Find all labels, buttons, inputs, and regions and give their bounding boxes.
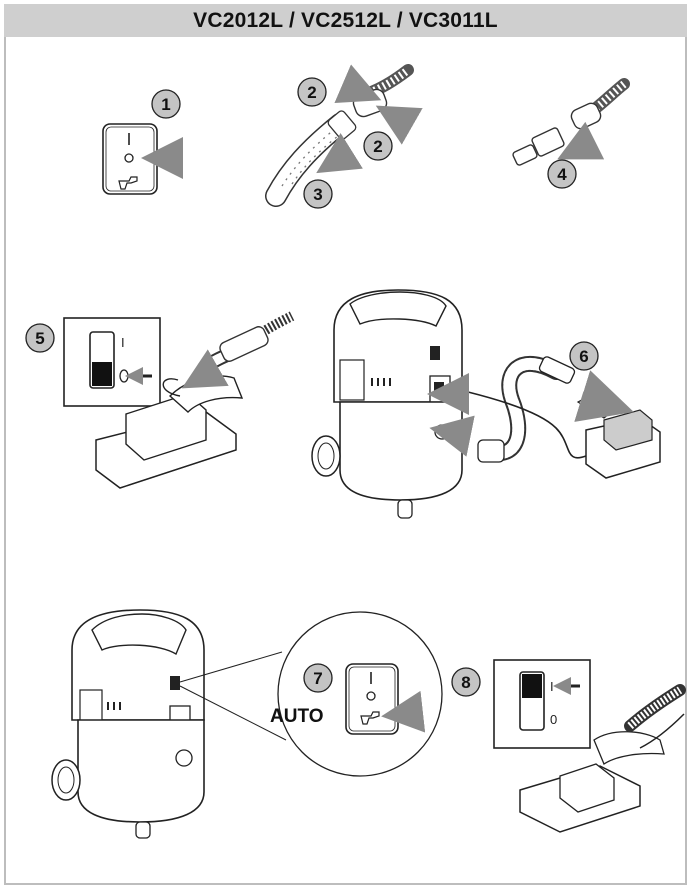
step-number: 5 xyxy=(35,329,44,348)
arrow-icon xyxy=(375,105,423,145)
vacuum-handle xyxy=(349,291,447,327)
step-number: 8 xyxy=(461,673,470,692)
step-badge-4: 4 xyxy=(547,159,577,189)
caster xyxy=(135,821,151,839)
step-8-illustration: I 0 xyxy=(493,659,686,833)
off-mark: 0 xyxy=(550,712,557,727)
step-7-illustration: AUTO xyxy=(51,609,443,839)
step-badge-5: 5 xyxy=(25,323,55,353)
vacuum-container xyxy=(77,719,205,823)
hose-adapter xyxy=(219,326,269,362)
step-badge-8: 8 xyxy=(451,667,481,697)
wheel xyxy=(51,759,81,801)
sander-body xyxy=(559,763,615,813)
sander-handle xyxy=(593,731,665,765)
arrow-icon xyxy=(574,370,634,422)
step-number: 2 xyxy=(373,137,382,156)
arrow-icon xyxy=(181,349,229,389)
vacuum-handle xyxy=(91,613,187,656)
zoom-line xyxy=(179,651,283,683)
off-mark xyxy=(124,153,134,163)
step-badge-2b: 2 xyxy=(363,131,393,161)
power-switch xyxy=(170,676,180,690)
on-mark: I xyxy=(550,679,554,694)
step-badge-2a: 2 xyxy=(297,77,327,107)
on-mark: I xyxy=(121,335,125,350)
power-tool-icon xyxy=(118,176,138,190)
power-switch xyxy=(430,346,440,360)
step-badge-6: 6 xyxy=(569,341,599,371)
power-cord xyxy=(467,391,587,459)
step-6-illustration xyxy=(311,289,661,519)
step-4-illustration xyxy=(512,78,630,166)
zoom-line xyxy=(179,685,287,741)
auto-label: AUTO xyxy=(270,706,323,727)
switch-panel xyxy=(345,663,399,735)
arrow-icon xyxy=(316,133,363,174)
hose-inlet xyxy=(434,424,450,440)
vacuum-container xyxy=(339,401,463,501)
wheel xyxy=(311,435,341,477)
step-number: 4 xyxy=(557,165,567,184)
arrow-icon xyxy=(429,415,475,457)
step-number: 6 xyxy=(579,347,588,366)
step-badge-3: 3 xyxy=(303,179,333,209)
step-number: 2 xyxy=(307,83,316,102)
step-2-3-illustration xyxy=(265,64,423,207)
arrow-icon xyxy=(381,690,426,733)
title-bar: VC2012L / VC2512L / VC3011L xyxy=(4,4,687,37)
step-number: 1 xyxy=(161,95,170,114)
arrow-icon xyxy=(334,64,382,104)
hose-adapter xyxy=(538,356,576,384)
arrow-icon xyxy=(557,121,605,160)
page-title: VC2012L / VC2512L / VC3011L xyxy=(193,8,498,32)
caster xyxy=(397,499,413,519)
power-tool-icon xyxy=(360,711,380,725)
step-1-illustration xyxy=(102,123,183,195)
hose-cuff xyxy=(477,439,505,463)
hose xyxy=(590,78,630,114)
step-number: 7 xyxy=(313,669,322,688)
step-5-illustration: I xyxy=(63,311,295,489)
step-badge-1: 1 xyxy=(151,89,181,119)
off-mark xyxy=(366,691,376,701)
step-number: 3 xyxy=(313,185,322,204)
step-badge-7: 7 xyxy=(303,663,333,693)
